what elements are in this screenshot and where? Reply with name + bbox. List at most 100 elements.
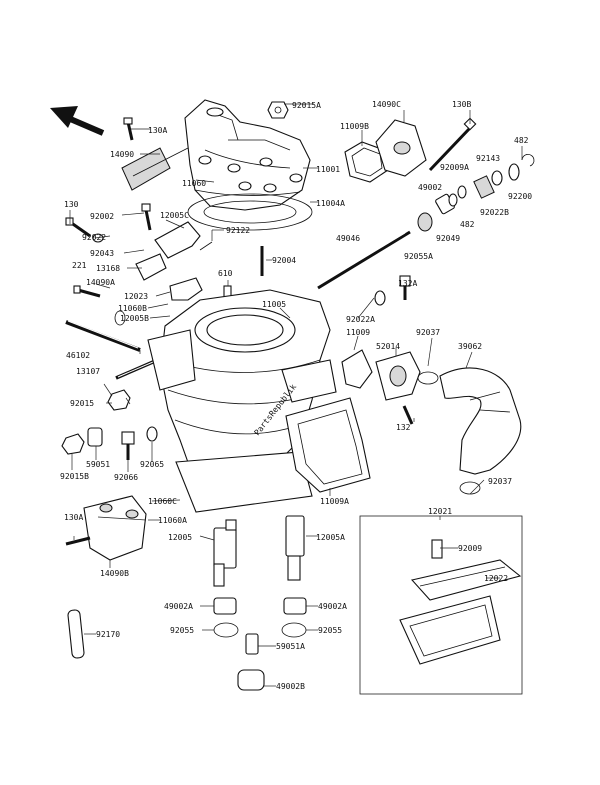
callout-label: 92009 (458, 544, 482, 553)
callout-label: 482 (460, 220, 475, 229)
bolt-130-part (65, 217, 104, 243)
callout-label: 92022A (346, 315, 375, 324)
callout-label: 92015 (70, 399, 94, 408)
cover-part (375, 119, 427, 177)
callout-label: 12005A (316, 533, 345, 542)
bolt-92002-part (141, 203, 152, 231)
bush-49002a-right-part (283, 597, 307, 615)
callout-label: 610 (218, 269, 233, 278)
callout-label: 11060A (158, 516, 187, 525)
fitting-12005a-part (285, 515, 305, 581)
manifold-52014-part (375, 351, 421, 401)
rod-49046-part (317, 230, 411, 290)
callout-label: 12005B (120, 314, 149, 323)
callout-label: 92022 (82, 233, 106, 242)
callout-label: 11009A (320, 497, 349, 506)
callout-label: 92170 (96, 630, 120, 639)
washer-92065-part (146, 426, 158, 442)
callout-label: 132 (396, 423, 411, 432)
flange-11009-part (341, 349, 373, 389)
nut-92015b-part (61, 433, 85, 455)
callout-label: 92065 (140, 460, 164, 469)
clip-12023-part (169, 277, 203, 301)
callout-label: 12005C (160, 211, 189, 220)
callout-label: 92009A (440, 163, 469, 172)
callout-label: 92037 (416, 328, 440, 337)
callout-label: 11009B (340, 122, 369, 131)
sleeve-59051-part (87, 427, 103, 447)
hose-39062-part (439, 367, 522, 495)
callout-label: 221 (72, 261, 87, 270)
washer-92022a-part (374, 290, 386, 306)
callout-label: 11005 (262, 300, 286, 309)
callout-label: 92043 (90, 249, 114, 258)
sleeve-59051a-part (245, 633, 259, 655)
callout-label: 14090C (372, 100, 401, 109)
nut-92015-part (107, 389, 131, 411)
callout-label: 92055 (170, 626, 194, 635)
callout-label: 132A (398, 279, 417, 288)
callout-label: 59051A (276, 642, 305, 651)
callout-label: 92200 (508, 192, 532, 201)
bracket-12005c-part (135, 221, 213, 281)
callout-label: 12022 (484, 574, 508, 583)
oring-92055-right-part (281, 622, 307, 638)
callout-label: 92066 (114, 473, 138, 482)
callout-label: 92002 (90, 212, 114, 221)
valve-parts-cluster (417, 154, 535, 232)
cylinder-head-part (184, 99, 311, 211)
gasket-11009a-part (285, 397, 371, 493)
callout-label: 12005 (168, 533, 192, 542)
leader-lines (69, 103, 523, 687)
callout-label: 92055 (318, 626, 342, 635)
callout-label: 11004A (316, 199, 345, 208)
callout-label: 11060 (182, 179, 206, 188)
callout-label: 130A (64, 513, 83, 522)
bolt-132a-part (399, 275, 411, 300)
callout-label: 13168 (96, 264, 120, 273)
callout-label: 92015A (292, 101, 321, 110)
callout-label: 59051 (86, 460, 110, 469)
seal-14090a-part (114, 310, 126, 326)
bush-49002a-left-part (213, 597, 237, 615)
callout-label: 14090B (100, 569, 129, 578)
callout-label: 11001 (316, 165, 340, 174)
callout-label: 13107 (76, 367, 100, 376)
callout-label: 11060B (118, 304, 147, 313)
callout-label: 12023 (124, 292, 148, 301)
callout-label: 92015B (60, 472, 89, 481)
cover-14090b-part (83, 495, 147, 561)
bolt-221-part (73, 285, 101, 298)
clamp-92037-part (417, 371, 439, 385)
front-direction-arrow-icon (50, 106, 105, 136)
cap-49002b-part (237, 669, 265, 691)
callout-label: 49002B (276, 682, 305, 691)
head-gasket-part (187, 193, 313, 231)
callout-label: 11009 (346, 328, 370, 337)
callout-label: 39062 (458, 342, 482, 351)
callout-label: 92037 (488, 477, 512, 486)
callout-label: 92004 (272, 256, 296, 265)
callout-label: 92143 (476, 154, 500, 163)
callout-label: 482 (514, 136, 529, 145)
callout-label: 49046 (336, 234, 360, 243)
gasket-14090-part (121, 147, 189, 191)
shaft-46102-part (65, 320, 141, 352)
fitting-12005-part (213, 519, 237, 587)
callout-label: 92049 (436, 234, 460, 243)
cylinder-part (147, 289, 337, 513)
callout-label: 49002A (164, 602, 193, 611)
callout-labels: 92015A 14090C 130B 130A 11009B 482 14090… (60, 100, 532, 691)
callout-label: 92022B (480, 208, 509, 217)
callout-label: 92055A (404, 252, 433, 261)
reed-kit-box (359, 515, 523, 695)
callout-label: 14090A (86, 278, 115, 287)
callout-label: 130 (64, 200, 79, 209)
callout-label: 46102 (66, 351, 90, 360)
callout-label: 130A (148, 126, 167, 135)
callout-label: 52014 (376, 342, 400, 351)
spark-plug-nut-part (267, 101, 289, 119)
callout-label: 49002 (418, 183, 442, 192)
bolt-130a-lower-part (65, 536, 91, 546)
